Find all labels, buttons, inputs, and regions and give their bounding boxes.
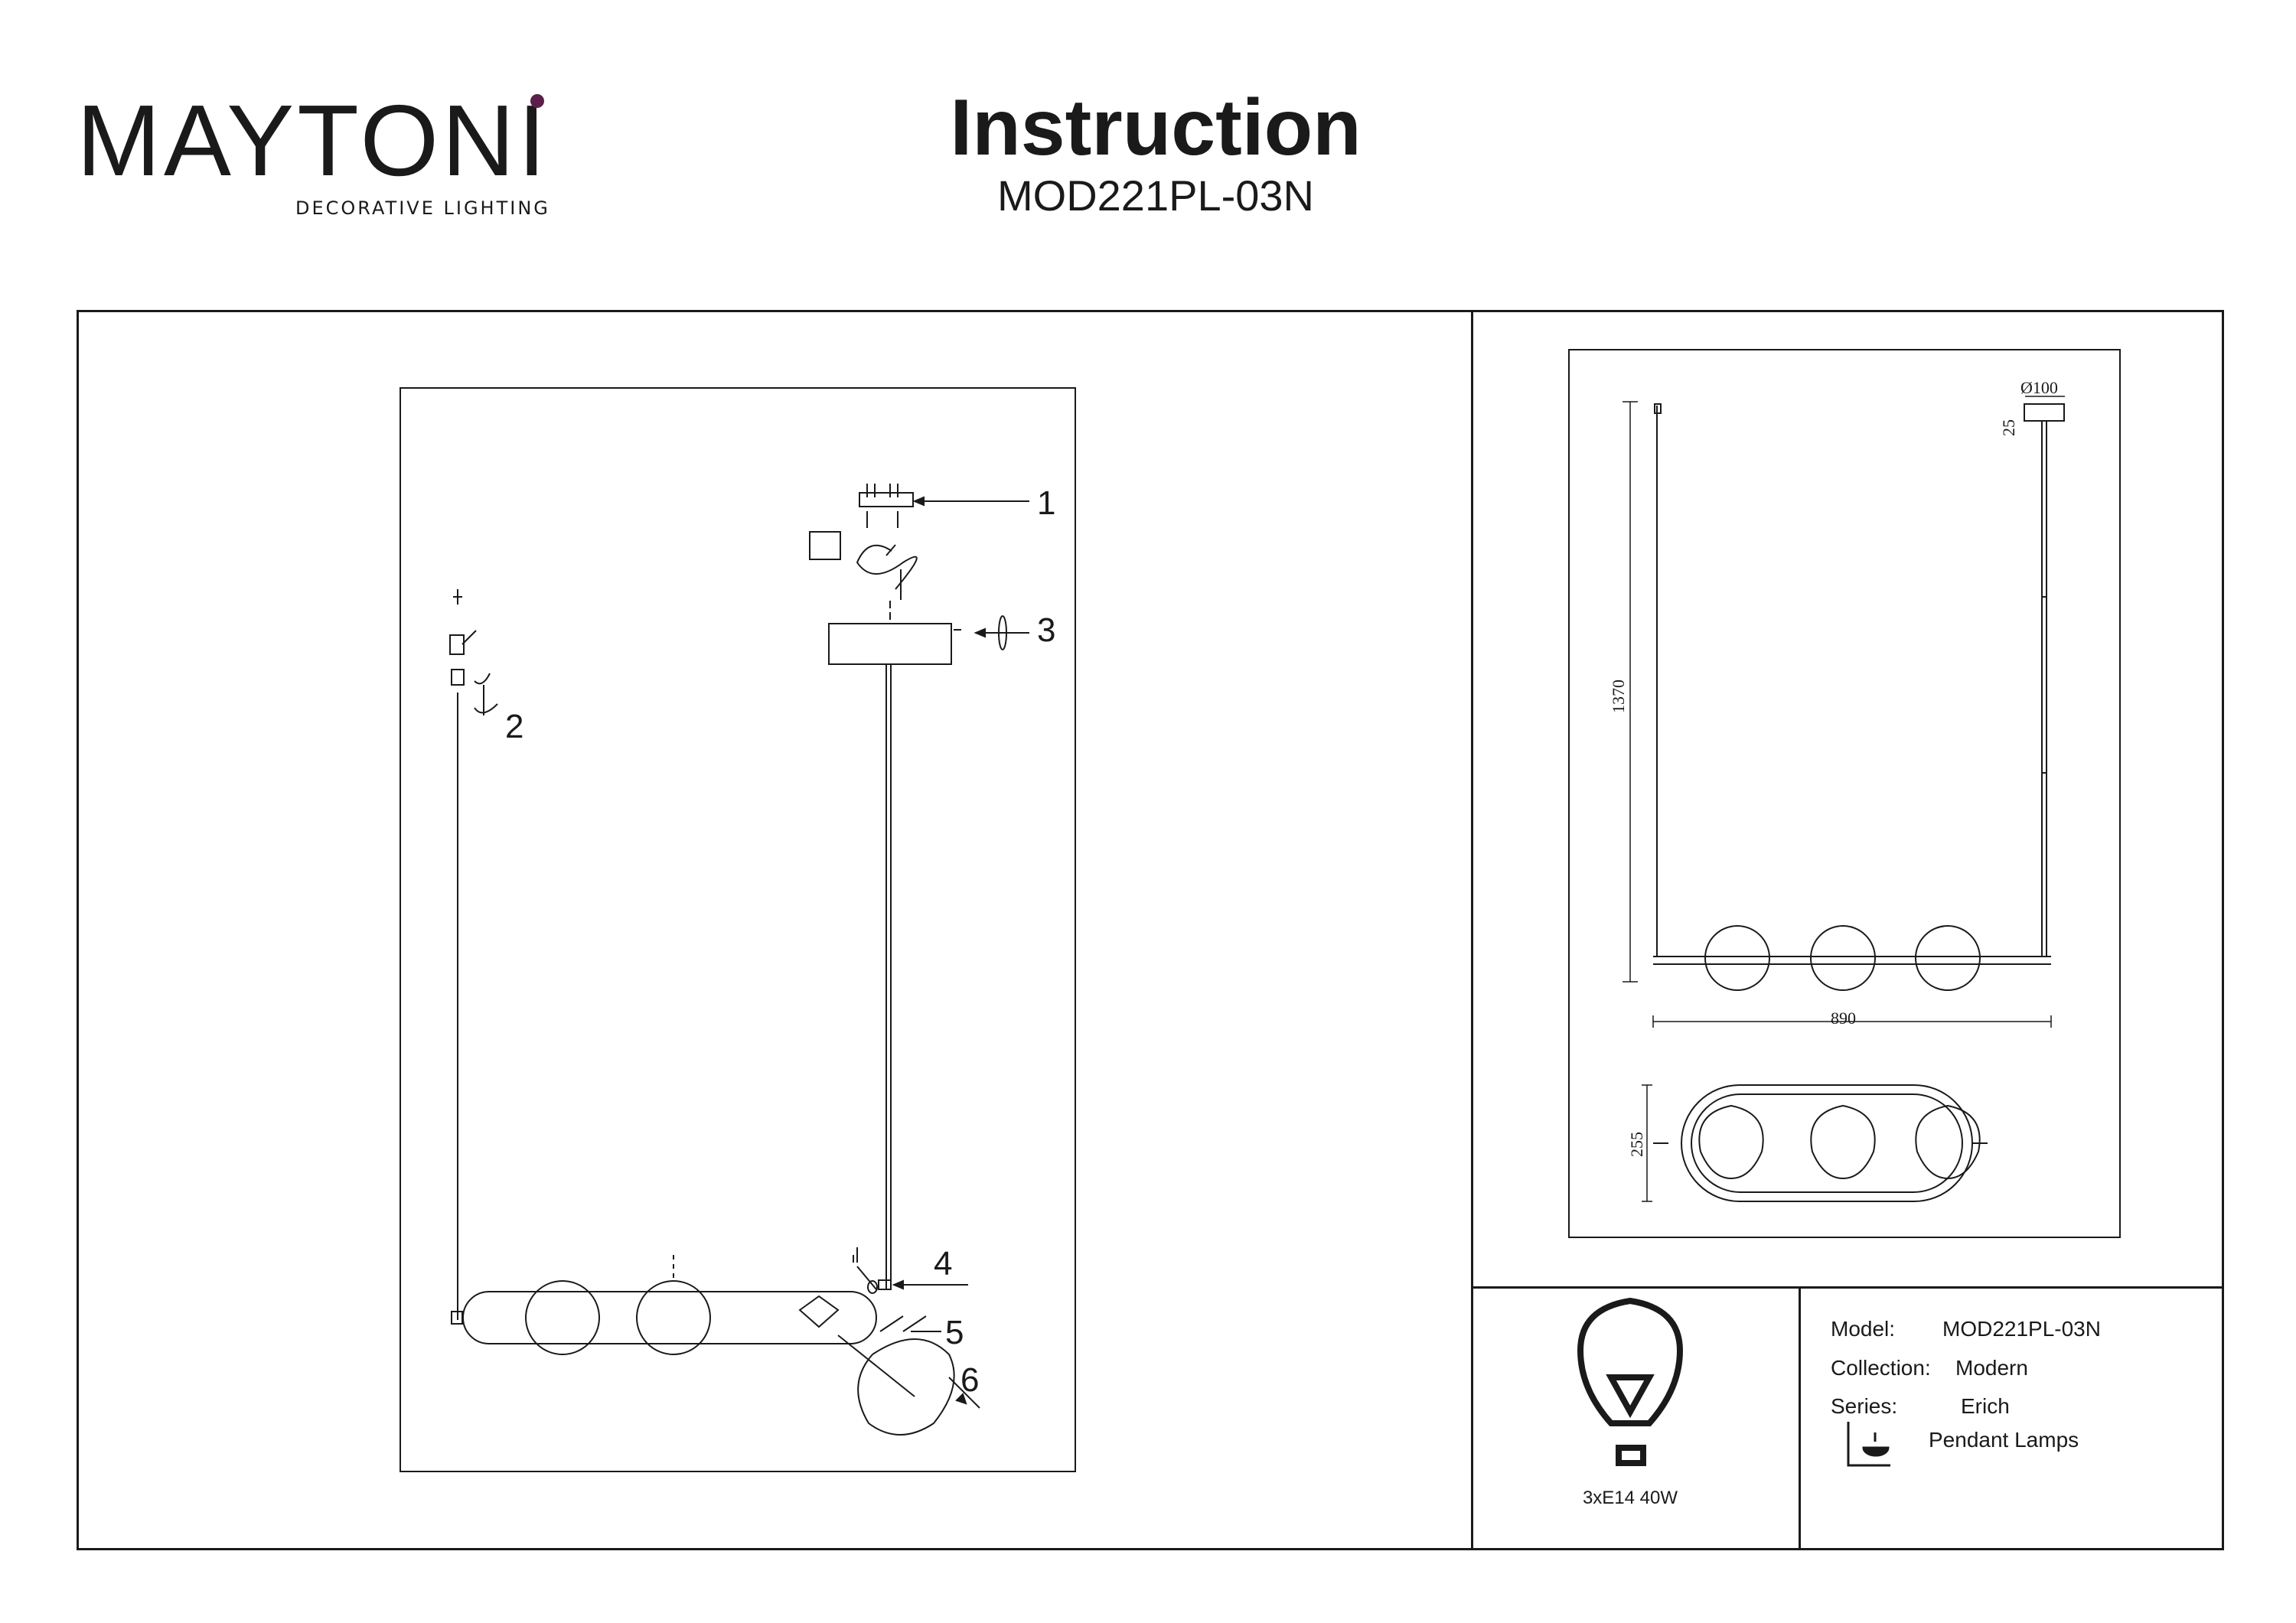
collection-value: Modern <box>1955 1356 2028 1380</box>
dim-canopy-height: 25 <box>1999 419 2018 436</box>
series-value: Erich <box>1961 1394 2010 1418</box>
dim-depth: 255 <box>1627 1132 1646 1157</box>
dim-total-height: 1370 <box>1609 680 1628 713</box>
logo-dot <box>530 94 544 108</box>
brand-name: MAYTONI <box>77 84 550 197</box>
content-frame <box>77 310 2224 1550</box>
series-label: Series: <box>1831 1394 1898 1418</box>
bulb-spec: 3xE14 40W <box>1582 1488 1678 1508</box>
page-title: Instruction <box>950 83 1362 172</box>
callout-3: 3 <box>1037 611 1056 649</box>
dim-diameter: Ø100 <box>2020 378 2058 397</box>
callout-4: 4 <box>934 1245 953 1282</box>
callout-5: 5 <box>945 1314 964 1351</box>
dim-width: 890 <box>1831 1009 1856 1028</box>
model-number: MOD221PL-03N <box>997 171 1314 220</box>
brand-tagline: DECORATIVE LIGHTING <box>295 197 550 219</box>
model-value: MOD221PL-03N <box>1942 1317 2101 1341</box>
collection-label: Collection: <box>1831 1356 1931 1380</box>
product-type: Pendant Lamps <box>1929 1428 2079 1452</box>
model-label: Model: <box>1831 1317 1896 1341</box>
divider-spec <box>1799 1286 1801 1550</box>
brand-logo: MAYTONI DECORATIVE LIGHTING <box>77 90 551 228</box>
callout-6: 6 <box>960 1361 980 1399</box>
callout-2: 2 <box>505 708 524 745</box>
callout-1: 1 <box>1037 484 1056 522</box>
divider-horizontal <box>1471 1286 2224 1289</box>
divider-vertical <box>1471 310 1473 1550</box>
